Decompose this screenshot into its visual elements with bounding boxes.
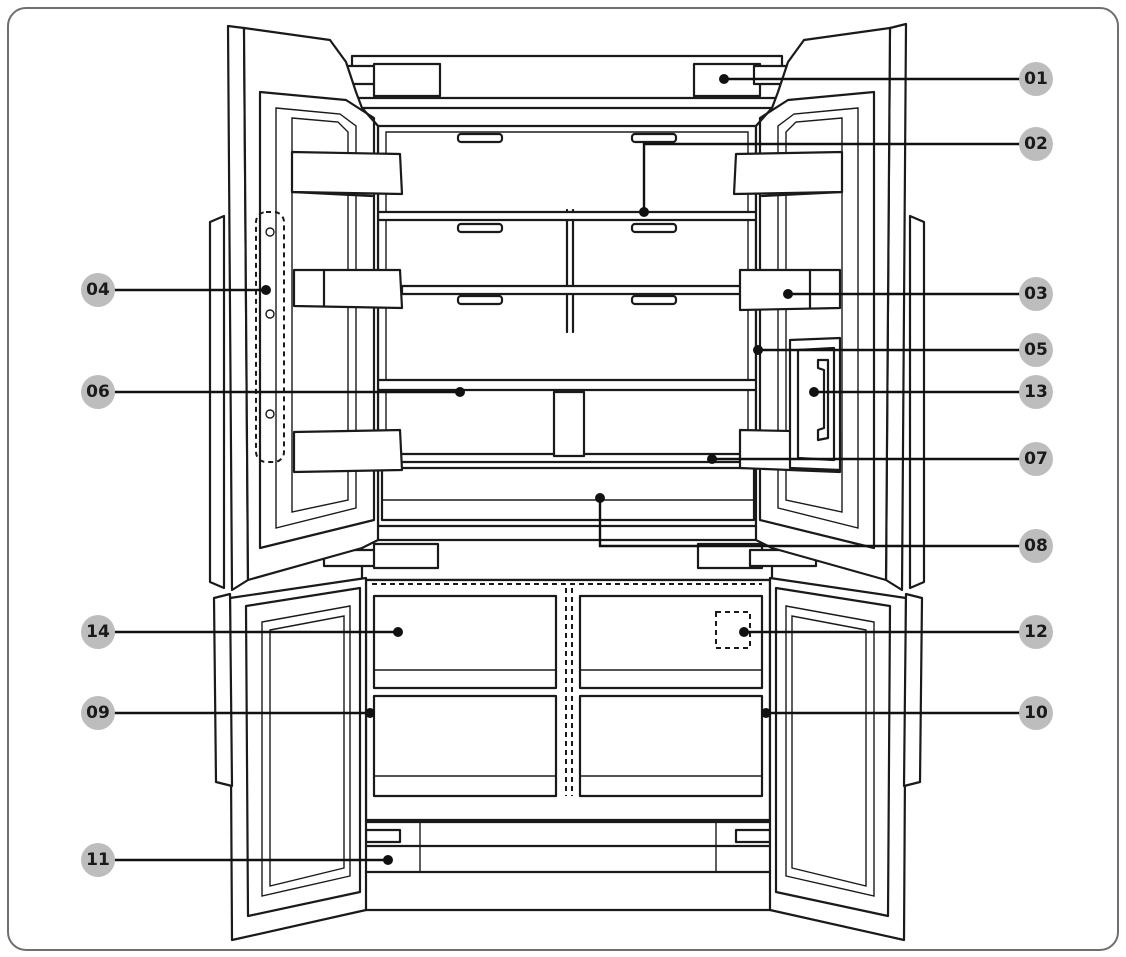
callout-12: 12 [1019,615,1053,649]
led-lights [456,132,678,306]
leader-lines [98,74,1020,865]
callout-09: 09 [81,696,115,730]
callout-label: 03 [1024,284,1048,304]
freezer-cabinet [354,578,782,912]
callout-13: 13 [1019,375,1053,409]
callout-label: 08 [1024,536,1048,556]
callout-06: 06 [81,375,115,409]
callout-14: 14 [81,615,115,649]
callout-label: 10 [1024,703,1048,723]
callout-05: 05 [1019,333,1053,367]
left-fridge-door [208,24,404,592]
water-tank [552,390,586,458]
callout-11: 11 [81,843,115,877]
callout-label: 09 [86,703,110,723]
callout-02: 02 [1019,127,1053,161]
callout-07: 07 [1019,442,1053,476]
right-freezer-door [768,576,924,942]
callout-label: 12 [1024,622,1048,642]
callout-03: 03 [1019,277,1053,311]
callout-label: 14 [86,622,110,642]
callout-label: 06 [86,382,110,402]
middle-hinges [322,542,818,570]
callout-01: 01 [1019,62,1053,96]
callout-10: 10 [1019,696,1053,730]
callout-label: 02 [1024,134,1048,154]
callout-label: 11 [86,850,110,870]
callout-label: 01 [1024,69,1048,89]
callout-label: 05 [1024,340,1048,360]
callout-label: 13 [1024,382,1048,402]
shelf-center-post [565,208,575,334]
left-freezer-door [212,576,368,942]
diagram-frame [7,7,1119,951]
callout-04: 04 [81,273,115,307]
callout-label: 04 [86,280,110,300]
callout-08: 08 [1019,529,1053,563]
callout-label: 07 [1024,449,1048,469]
deli-drawer [380,466,756,522]
